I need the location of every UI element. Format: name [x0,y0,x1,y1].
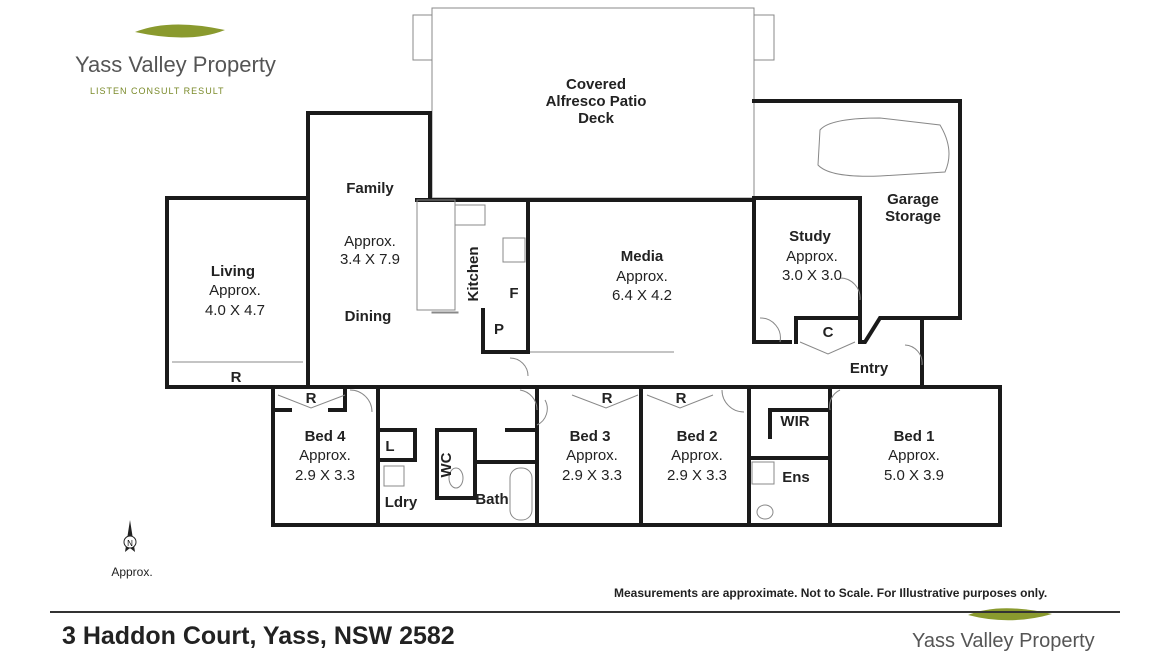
disclaimer: Measurements are approximate. Not to Sca… [614,586,1048,600]
bed4-size: 2.9 X 3.3 [295,467,355,484]
bath-label: Bath [475,491,508,508]
bed4-robe: R [306,390,317,407]
garage-label: Garage [887,191,939,208]
bed1-label: Bed 1 [894,428,935,445]
compass-north: N [127,539,133,548]
wir-label: WIR [780,413,809,430]
media-label: Media [621,248,664,265]
patio-label: Deck [578,110,615,127]
room-labels: Covered Alfresco Patio Deck Family Appro… [205,76,944,511]
property-address: 3 Haddon Court, Yass, NSW 2582 [62,622,455,650]
pantry-label: P [494,321,504,338]
fridge-label: F [509,285,518,302]
ensuite-label: Ens [782,469,810,486]
compass-label: Approx. [111,565,152,579]
study-size: 3.0 X 3.0 [782,267,842,284]
patio-label: Alfresco Patio [546,93,647,110]
family-size: Approx. [344,233,396,250]
living-robe: R [231,369,242,386]
bed2-robe: R [676,390,687,407]
bed2-size: 2.9 X 3.3 [667,467,727,484]
car-icon [817,117,950,177]
bed4-label: Bed 4 [305,428,347,445]
wc-label: WC [438,452,455,477]
study-size: Approx. [786,248,838,265]
bed2-size: Approx. [671,447,723,464]
brand-tagline: LISTEN CONSULT RESULT [90,86,225,96]
bed4-size: Approx. [299,447,351,464]
entry-label: Entry [850,360,889,377]
study-label: Study [789,228,831,245]
linen-label: L [385,438,394,455]
bed1-size: Approx. [888,447,940,464]
kitchen-label: Kitchen [465,246,482,301]
living-size: Approx. [209,282,261,299]
media-size: Approx. [616,268,668,285]
family-size: 3.4 X 7.9 [340,251,400,268]
patio-label: Covered [566,76,626,93]
living-label: Living [211,263,255,280]
footer-brand-name: Yass Valley Property [912,630,1095,652]
bed3-label: Bed 3 [570,428,611,445]
leaf-logo-footer [968,608,1052,621]
walls [165,99,1002,527]
bed3-robe: R [602,390,613,407]
bed1-size: 5.0 X 3.9 [884,467,944,484]
compass-icon: N Approx. [111,520,153,579]
bed2-label: Bed 2 [677,428,718,445]
dining-label: Dining [345,308,392,325]
living-size: 4.0 X 4.7 [205,302,265,319]
garage-label: Storage [885,208,941,225]
family-label: Family [346,180,394,197]
brand-name: Yass Valley Property [75,52,276,77]
laundry-label: Ldry [385,494,418,511]
leaf-logo [135,24,225,38]
cupboard-label: C [823,324,834,341]
bed3-size: Approx. [566,447,618,464]
fixtures [172,117,950,521]
media-size: 6.4 X 4.2 [612,287,672,304]
bed3-size: 2.9 X 3.3 [562,467,622,484]
